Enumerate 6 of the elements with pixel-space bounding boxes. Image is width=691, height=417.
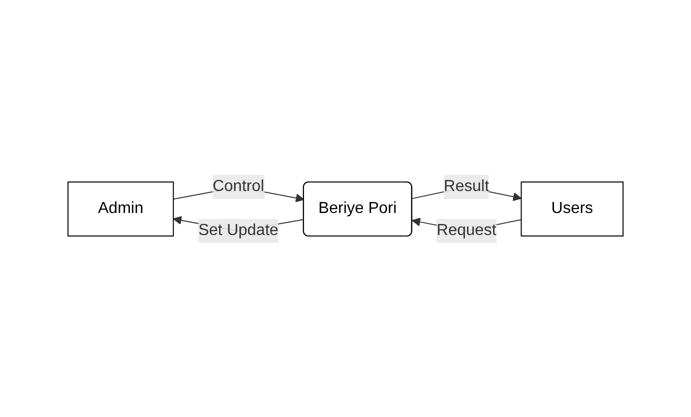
edge-label: Request xyxy=(436,222,496,238)
edge-label: Set Update xyxy=(198,222,278,238)
node-box: Admin xyxy=(67,181,174,236)
edge-label: Control xyxy=(212,178,264,194)
edge-label: Result xyxy=(444,178,490,194)
node-box: Users xyxy=(520,181,624,236)
